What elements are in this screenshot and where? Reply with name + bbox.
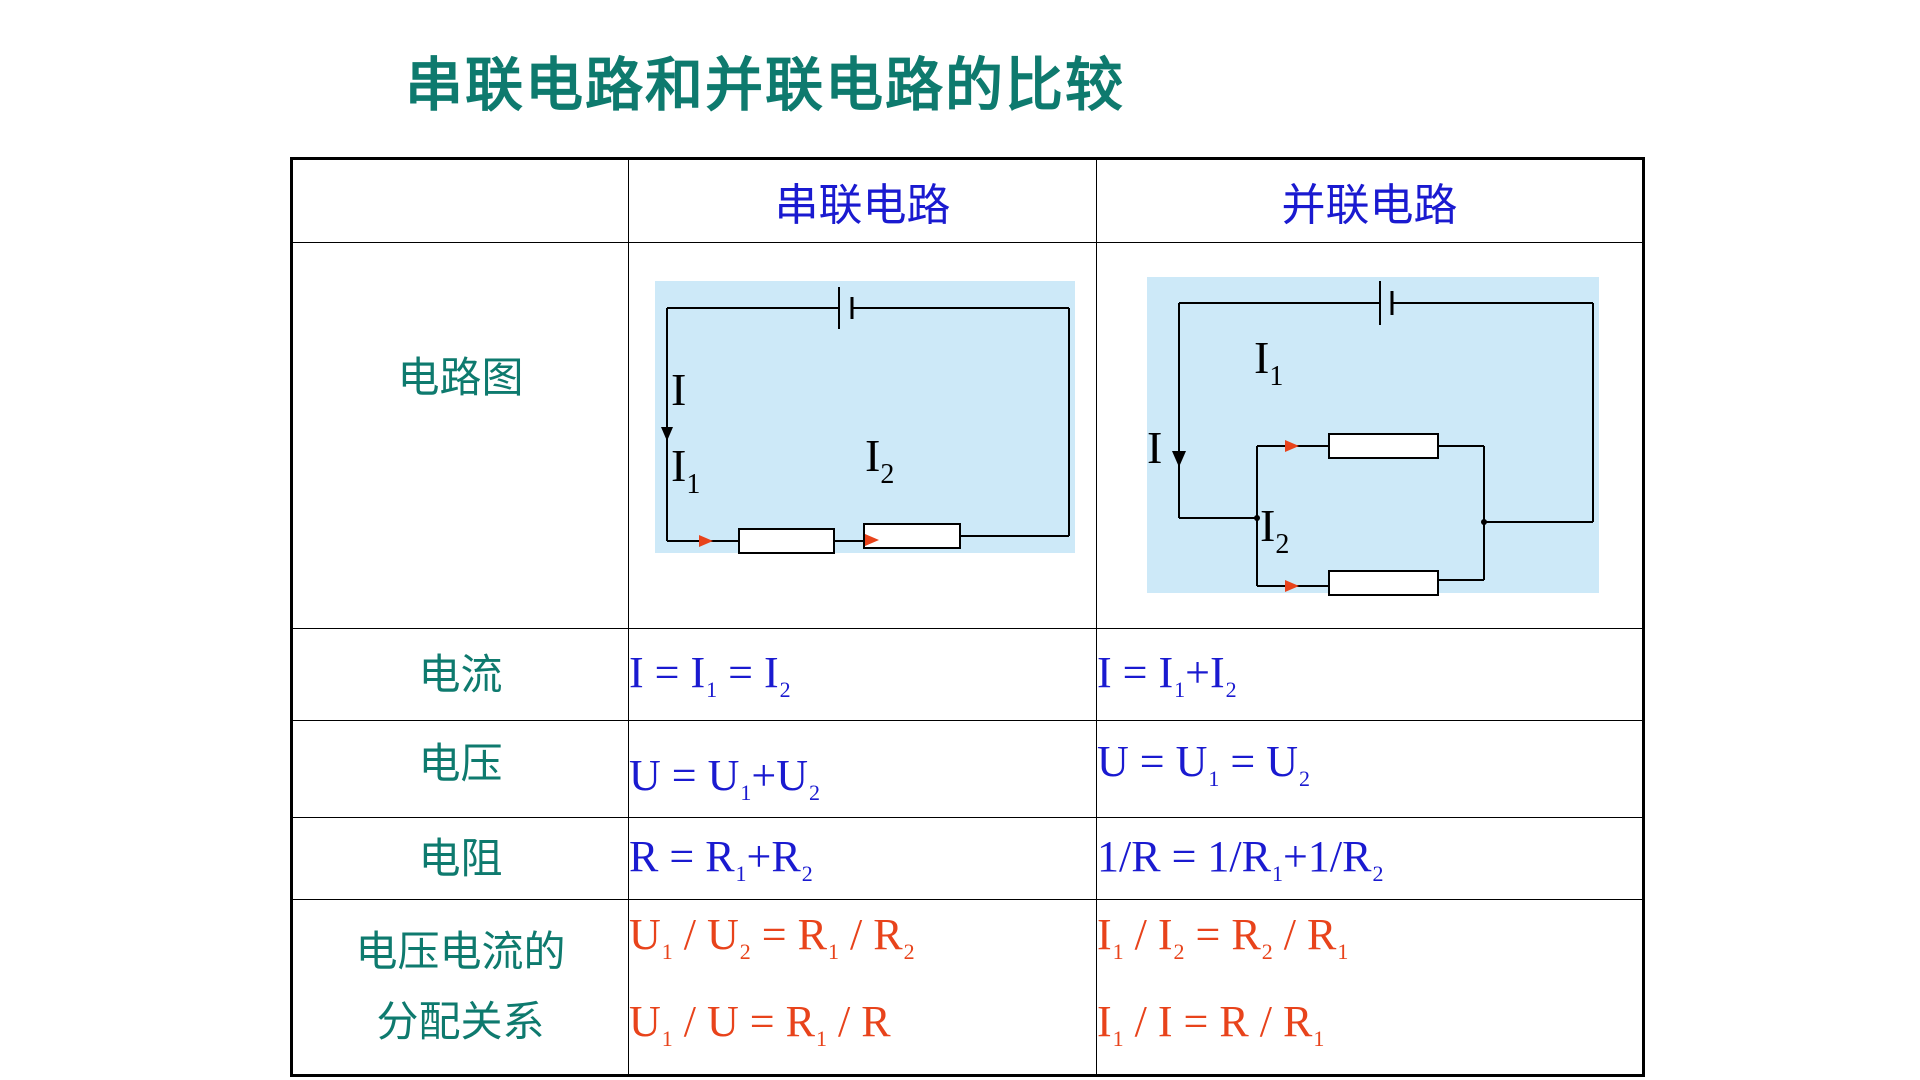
distribution-label-line1: 电压电流的 (355, 927, 566, 976)
parallel-resistance-formula: 1/R = 1/R1+1/R2 (1096, 817, 1644, 900)
parallel-distribution-formulas: I1 / I2 = R2 / R1 I1 / I = R / R1 (1096, 899, 1644, 1076)
current-arrow-i2-icon (1285, 580, 1299, 592)
parallel-voltage-formula: U = U1 = U2 (1096, 720, 1644, 818)
row-current: 电流 I = I1 = I2 I = I1+I2 (291, 628, 1644, 721)
parallel-diagram-cell: I I1 I2 (1096, 242, 1644, 629)
distribution-label-line2: 分配关系 (376, 997, 545, 1046)
current-arrow-icon (661, 427, 673, 441)
svg-text:I2: I2 (865, 430, 894, 490)
row-distribution: 电压电流的 分配关系 U1 / U2 = R1 / R2 U1 / U = R1… (291, 899, 1644, 1076)
row-label-current: 电流 (291, 628, 629, 721)
header-parallel: 并联电路 (1096, 158, 1644, 243)
row-voltage: 电压 U = U1+U2 U = U1 = U2 (291, 720, 1644, 818)
table-header-row: 串联电路 并联电路 (291, 158, 1644, 243)
series-resistance-formula: R = R1+R2 (628, 817, 1097, 900)
label-i: I (1147, 422, 1162, 473)
empty-header-cell (291, 158, 629, 243)
series-voltage-formula: U = U1+U2 (628, 720, 1097, 818)
series-distribution-formulas: U1 / U2 = R1 / R2 U1 / U = R1 / R (628, 899, 1097, 1076)
parallel-circuit-diagram: I I1 I2 (1147, 277, 1599, 596)
series-current-formula: I = I1 = I2 (628, 628, 1097, 721)
row-label-distribution: 电压电流的 分配关系 (291, 899, 629, 1076)
label-i2: I (1260, 500, 1275, 551)
parallel-current-formula: I = I1+I2 (1096, 628, 1644, 721)
resistor-r1 (738, 528, 835, 554)
row-label-diagram: 电路图 (291, 242, 629, 629)
current-arrow-i1-icon (1285, 440, 1299, 452)
resistor-r2 (863, 523, 961, 549)
label-i1: I (671, 440, 686, 491)
resistor-r1 (1328, 433, 1439, 459)
row-label-resistance: 电阻 (291, 817, 629, 900)
resistor-r2 (1328, 570, 1439, 596)
row-label-voltage: 电压 (291, 720, 629, 818)
comparison-table: 串联电路 并联电路 电路图 (290, 157, 1645, 1077)
label-i1-sub: 1 (686, 469, 700, 500)
current-arrow-icon (1172, 451, 1186, 467)
current-arrow-i2-icon (865, 534, 879, 546)
parallel-total-current-ratio: I1 / I = R / R1 (1097, 997, 1325, 1051)
series-circuit-diagram: I I1 I2 (655, 281, 1075, 554)
svg-text:I2: I2 (1260, 500, 1289, 560)
svg-text:I1: I1 (671, 440, 700, 500)
label-i2-sub: 2 (880, 459, 894, 490)
current-arrow-i1-icon (699, 535, 713, 547)
parallel-current-ratio: I1 / I2 = R2 / R1 (1097, 910, 1349, 964)
label-i2-sub: 2 (1275, 529, 1289, 560)
row-circuit-diagram: 电路图 I (291, 242, 1644, 629)
series-voltage-ratio: U1 / U2 = R1 / R2 (629, 910, 915, 964)
series-total-voltage-ratio: U1 / U = R1 / R (629, 997, 891, 1051)
label-i1: I (1254, 332, 1269, 383)
series-diagram-cell: I I1 I2 (628, 242, 1097, 629)
label-i1-sub: 1 (1269, 361, 1283, 392)
row-resistance: 电阻 R = R1+R2 1/R = 1/R1+1/R2 (291, 817, 1644, 900)
page-title: 串联电路和并联电路的比较 (405, 51, 1126, 119)
header-series: 串联电路 (628, 158, 1097, 243)
label-i: I (671, 364, 686, 415)
label-i2: I (865, 430, 880, 481)
svg-text:I1: I1 (1254, 332, 1283, 392)
